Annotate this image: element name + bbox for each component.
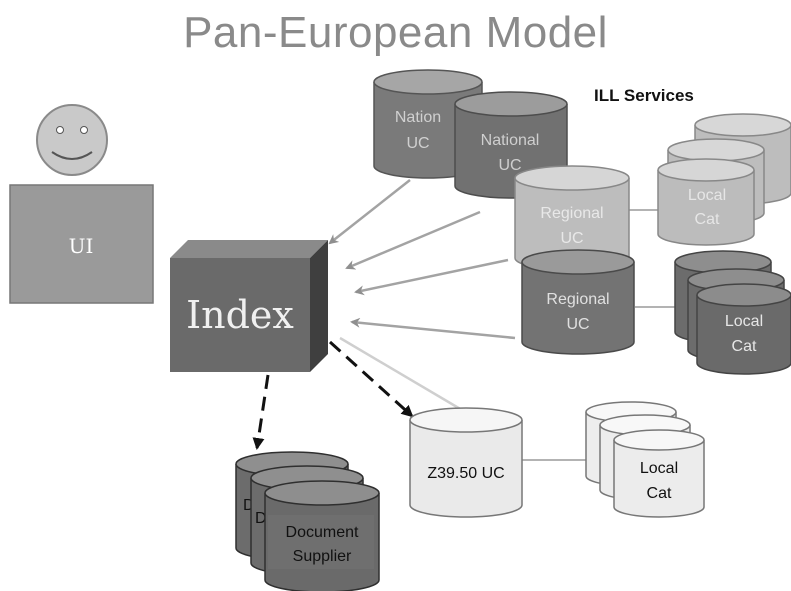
- index-arrows: [328, 179, 516, 412]
- user-face-icon: [36, 104, 108, 176]
- ui-label: UI: [69, 234, 94, 258]
- svg-text:Local: Local: [640, 460, 678, 477]
- svg-text:Cat: Cat: [732, 338, 757, 355]
- local-cat-bottom-stack: Local Cat: [585, 401, 705, 518]
- svg-text:UC: UC: [560, 230, 583, 247]
- svg-text:Regional: Regional: [546, 291, 609, 308]
- svg-text:Document: Document: [286, 524, 359, 541]
- svg-text:Nation: Nation: [395, 109, 441, 126]
- regional-uc-back-db: Regional UC: [514, 165, 630, 271]
- svg-text:D: D: [255, 510, 267, 527]
- document-supplier-stack: D D Document Supplier: [235, 451, 380, 591]
- diagram-title: Pan-European Model: [183, 8, 608, 57]
- dashed-arrows: [252, 340, 414, 450]
- svg-text:UC: UC: [498, 157, 521, 174]
- svg-text:Supplier: Supplier: [293, 548, 352, 565]
- z3950-uc-db: Z39.50 UC: [409, 407, 523, 518]
- local-cat-middle-stack: Local Cat: [674, 250, 791, 375]
- svg-text:Local: Local: [725, 313, 763, 330]
- svg-text:Cat: Cat: [647, 485, 672, 502]
- svg-text:National: National: [481, 132, 540, 149]
- connector-lines: [520, 209, 676, 461]
- index-label: Index: [186, 293, 294, 337]
- svg-text:Local: Local: [688, 187, 726, 204]
- svg-text:Regional: Regional: [540, 205, 603, 222]
- ui-box: UI: [9, 184, 154, 304]
- local-cat-top-stack: Local Cat: [657, 113, 791, 246]
- ill-services-label: ILL Services: [594, 86, 694, 105]
- svg-text:D: D: [243, 497, 255, 514]
- svg-text:UC: UC: [566, 316, 589, 333]
- svg-text:Z39.50 UC: Z39.50 UC: [427, 465, 504, 482]
- svg-text:Cat: Cat: [695, 211, 720, 228]
- svg-text:UC: UC: [406, 135, 429, 152]
- regional-uc-db: Regional UC: [521, 249, 635, 355]
- index-cube: Index: [170, 240, 328, 372]
